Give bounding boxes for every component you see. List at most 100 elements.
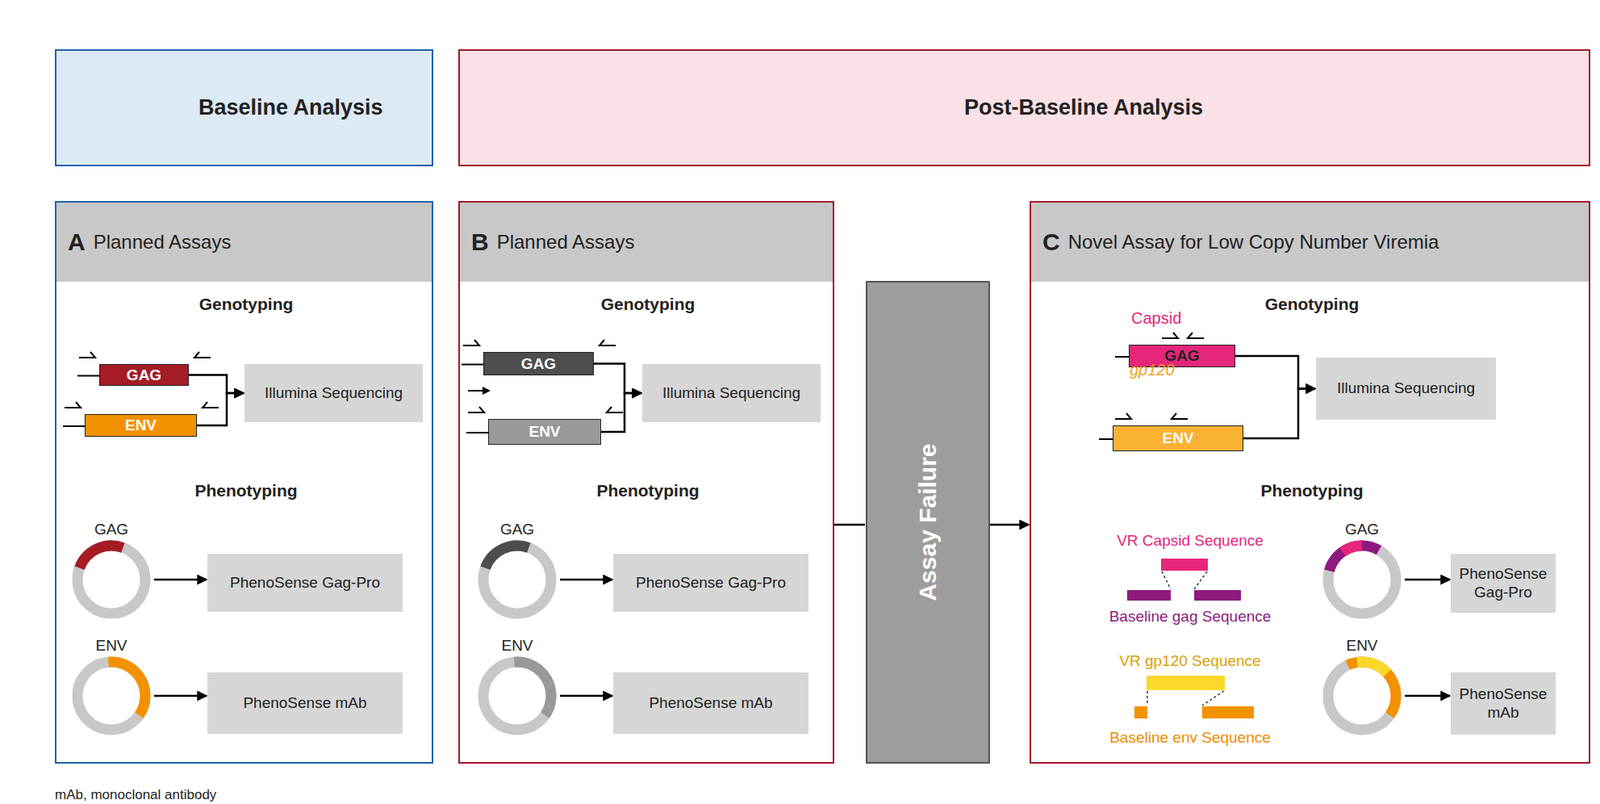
sequence-label: VR Capsid Sequence xyxy=(1116,531,1264,550)
panel-heading-band: A Planned Assays xyxy=(56,202,432,282)
assay-name: PhenoSense Gag-Pro xyxy=(229,573,381,593)
text-holder: GAG xyxy=(1297,520,1427,539)
backbone-line xyxy=(77,375,101,377)
text-holder: VR Capsid Sequence xyxy=(1116,531,1264,550)
reverse-primer xyxy=(599,339,616,346)
text-holder: Phenotyping xyxy=(1182,480,1442,501)
ring-base xyxy=(77,545,146,614)
panel-heading-band: BPlanned Assays xyxy=(459,202,833,282)
connector xyxy=(188,375,244,394)
gene-box: gp120ENV xyxy=(1112,425,1244,452)
assay-box: Illumina Sequencing xyxy=(1315,357,1496,420)
backbone-line xyxy=(1098,438,1114,440)
ring-segment xyxy=(1342,545,1362,552)
plasmid-ring: GAG xyxy=(476,538,558,620)
sequence-label: Baseline gag Sequence xyxy=(1109,607,1272,626)
backbone-line xyxy=(1115,355,1130,358)
backbone-line xyxy=(461,363,485,366)
reverse-primer xyxy=(1171,413,1188,419)
text-holder: Baseline env Sequence xyxy=(1109,728,1271,747)
gene-name: ENV xyxy=(125,416,157,435)
forward-primer xyxy=(467,406,485,413)
panel-letter: C xyxy=(1042,228,1061,256)
failure-text: Assay Failure xyxy=(914,442,942,601)
text-holder: gp120 xyxy=(1129,360,1175,380)
connector xyxy=(593,363,642,394)
ring-outline xyxy=(71,655,152,736)
reverse-primer xyxy=(1187,332,1204,339)
forward-primer xyxy=(79,351,96,358)
assay-box: Illumina Sequencing xyxy=(244,363,423,422)
gene-region-label: gp120 xyxy=(1129,360,1175,380)
ring-segment xyxy=(513,661,552,715)
plasmid-ring: GAG xyxy=(1321,538,1403,620)
primer-marks xyxy=(488,419,490,421)
connector xyxy=(154,694,207,698)
text-holder: ENV xyxy=(1297,636,1427,655)
assay-box: PhenoSense Gag-Pro xyxy=(207,553,403,612)
header-title: Baseline Analysis xyxy=(198,95,384,121)
ring-label: ENV xyxy=(1297,636,1427,655)
assay-name: PhenoSense Gag-Pro xyxy=(635,573,786,593)
footnote: mAb, monoclonal antibody xyxy=(54,786,217,803)
connector xyxy=(1243,388,1316,439)
gene-box: GAG xyxy=(99,363,189,386)
plasmid-ring: ENV xyxy=(71,655,152,736)
assay-box: PhenoSense mAb xyxy=(613,672,809,734)
sequence-label: Baseline env Sequence xyxy=(1109,728,1271,747)
ring-label: GAG xyxy=(46,520,176,539)
reverse-primer xyxy=(194,351,211,358)
panel-title: Planned Assays xyxy=(93,230,232,254)
forward-primer xyxy=(463,339,480,346)
assay-box: Illumina Sequencing xyxy=(642,363,821,422)
reverse-primer xyxy=(606,406,623,413)
forward-arrow xyxy=(467,386,491,395)
header-box: Baseline Analysis xyxy=(54,49,434,167)
ring-base xyxy=(1328,545,1396,614)
panel-heading-band: C Novel Assay for Low Copy Number Viremia xyxy=(1031,202,1589,282)
text-holder: Phenotyping xyxy=(116,480,376,501)
plasmid-ring: ENV xyxy=(476,655,558,736)
connector xyxy=(834,523,865,527)
plasmid-ring: ENV xyxy=(1321,655,1403,736)
ring-base xyxy=(77,661,146,730)
ring-segment xyxy=(485,545,530,569)
gene-region-label: Capsid xyxy=(1131,309,1182,328)
ring-outline xyxy=(476,655,558,736)
gene-name: ENV xyxy=(1161,429,1194,447)
assay-name: PhenoSense mAb xyxy=(242,693,367,713)
panel-title: Novel Assay for Low Copy Number Viremia xyxy=(1068,230,1440,254)
ring-segment xyxy=(1347,661,1396,715)
ring-segment xyxy=(108,661,146,715)
text-holder: ENV xyxy=(452,636,582,655)
text-holder: Genotyping xyxy=(116,294,376,314)
gene-box: ENV xyxy=(488,418,602,445)
assay-name: Illumina Sequencing xyxy=(1336,379,1475,398)
primer-marks xyxy=(1129,345,1131,347)
ring-outline xyxy=(1321,538,1403,620)
plasmid-ring: GAG xyxy=(71,538,152,620)
assay-name: PhenoSense Gag-Pro xyxy=(1455,564,1551,602)
assay-box: PhenoSense mAb xyxy=(207,672,403,734)
connector xyxy=(154,578,207,581)
gene-box: GAG xyxy=(483,351,594,376)
gene-name: ENV xyxy=(528,422,560,441)
backbone-line xyxy=(62,425,86,427)
text-holder: ENV xyxy=(46,636,176,655)
ring-label: GAG xyxy=(452,520,582,539)
panel-letter: A xyxy=(67,228,86,256)
ring-label: ENV xyxy=(452,636,582,655)
text-holder: VR gp120 Sequence xyxy=(1119,651,1261,670)
gene-box: ENV xyxy=(84,413,197,437)
panel-box: APlanned AssaysGenotypingPhenotypingGAGE… xyxy=(54,200,434,764)
connector xyxy=(1404,578,1450,581)
text-holder: Phenotyping xyxy=(518,480,778,501)
primer-marks xyxy=(484,352,485,354)
assay-box: PhenoSense Gag-Pro xyxy=(1450,553,1556,613)
text-holder: Capsid xyxy=(1131,309,1182,328)
panel-box: BPlanned AssaysGenotypingPhenotypingGAGE… xyxy=(458,200,835,764)
text-holder: Genotyping xyxy=(1182,294,1442,314)
gene-name: GAG xyxy=(126,366,162,385)
ring-segment xyxy=(1328,545,1379,571)
